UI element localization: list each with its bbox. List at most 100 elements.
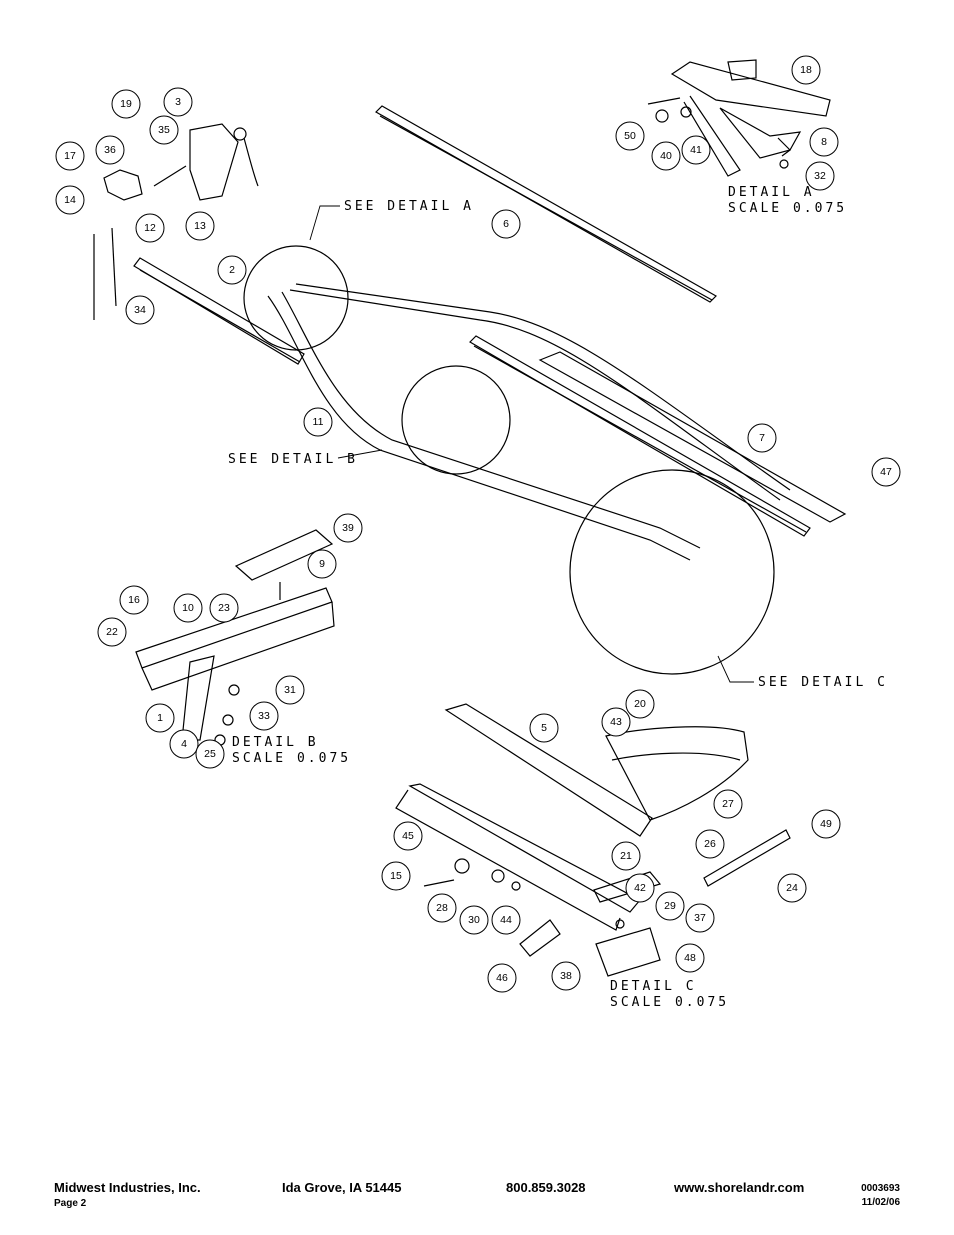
callout-number: 7 xyxy=(759,432,765,444)
callout-2: 2 xyxy=(217,255,247,285)
callout-47: 47 xyxy=(871,457,901,487)
callout-34: 34 xyxy=(125,295,155,325)
callout-4: 4 xyxy=(169,729,199,759)
callout-circle xyxy=(163,87,193,117)
callout-number: 46 xyxy=(496,972,508,984)
callout-number: 4 xyxy=(181,738,187,750)
callout-16: 16 xyxy=(119,585,149,615)
callout-circle xyxy=(427,893,457,923)
callout-1: 1 xyxy=(145,703,175,733)
callout-circle xyxy=(55,185,85,215)
callout-circle xyxy=(681,135,711,165)
callout-8: 8 xyxy=(809,127,839,157)
callout-circle xyxy=(777,873,807,903)
callout-number: 36 xyxy=(104,144,116,156)
detail-b-scale: SCALE 0.075 xyxy=(232,751,351,766)
callout-circle xyxy=(615,121,645,151)
footer-city: Ida Grove, IA 51445 xyxy=(282,1180,402,1195)
callout-circle xyxy=(275,675,305,705)
callout-number: 3 xyxy=(175,96,181,108)
callout-number: 48 xyxy=(684,952,696,964)
callout-number: 21 xyxy=(620,850,632,862)
callout-25: 25 xyxy=(195,739,225,769)
callout-15: 15 xyxy=(381,861,411,891)
callout-number: 37 xyxy=(694,912,706,924)
callout-48: 48 xyxy=(675,943,705,973)
callout-31: 31 xyxy=(275,675,305,705)
callout-circle xyxy=(185,211,215,241)
callout-circle xyxy=(95,135,125,165)
callout-circle xyxy=(487,963,517,993)
callout-circle xyxy=(145,703,175,733)
callout-number: 47 xyxy=(880,466,892,478)
callout-37: 37 xyxy=(685,903,715,933)
footer-website: www.shorelandr.com xyxy=(674,1180,805,1195)
callout-17: 17 xyxy=(55,141,85,171)
callout-43: 43 xyxy=(601,707,631,737)
callout-22: 22 xyxy=(97,617,127,647)
trailer-drawing xyxy=(93,59,847,977)
detail-labels: SEE DETAIL A SEE DETAIL B SEE DETAIL C D… xyxy=(228,185,888,1010)
callout-circle xyxy=(173,593,203,623)
leader-lines xyxy=(309,205,754,683)
callout-circle xyxy=(655,891,685,921)
callout-27: 27 xyxy=(713,789,743,819)
detail-b-title: DETAIL B xyxy=(232,735,319,750)
callout-number: 11 xyxy=(313,416,324,428)
callout-circle xyxy=(491,209,521,239)
callout-circle xyxy=(871,457,901,487)
callout-circle xyxy=(111,89,141,119)
callout-39: 39 xyxy=(333,513,363,543)
callout-circle xyxy=(747,423,777,453)
callout-circle xyxy=(249,701,279,731)
callout-number: 16 xyxy=(128,594,140,606)
callout-33: 33 xyxy=(249,701,279,731)
callout-number: 41 xyxy=(690,144,702,156)
callout-number: 10 xyxy=(182,602,194,614)
callout-45: 45 xyxy=(393,821,423,851)
callout-9: 9 xyxy=(307,549,337,579)
see-detail-c-label: SEE DETAIL C xyxy=(758,675,888,690)
callout-number: 17 xyxy=(64,150,76,162)
callout-number: 28 xyxy=(436,902,448,914)
callout-number: 50 xyxy=(624,130,636,142)
callout-40: 40 xyxy=(651,141,681,171)
callout-26: 26 xyxy=(695,829,725,859)
callout-number: 5 xyxy=(541,722,547,734)
callout-number: 1 xyxy=(157,712,163,724)
callout-49: 49 xyxy=(811,809,841,839)
callout-circle xyxy=(55,141,85,171)
detail-a-scale: SCALE 0.075 xyxy=(728,201,847,216)
callout-circle xyxy=(809,127,839,157)
callout-circle xyxy=(307,549,337,579)
callout-20: 20 xyxy=(625,689,655,719)
callout-circle xyxy=(381,861,411,891)
callout-23: 23 xyxy=(209,593,239,623)
callout-7: 7 xyxy=(747,423,777,453)
callout-number: 23 xyxy=(218,602,230,614)
callout-circle xyxy=(791,55,821,85)
callout-circle xyxy=(459,905,489,935)
see-detail-b-label: SEE DETAIL B xyxy=(228,452,358,467)
callout-35: 35 xyxy=(149,115,179,145)
footer: Midwest Industries, Inc. Page 2 Ida Grov… xyxy=(54,1180,900,1220)
callout-32: 32 xyxy=(805,161,835,191)
callout-circle xyxy=(149,115,179,145)
callout-13: 13 xyxy=(185,211,215,241)
callout-circle xyxy=(97,617,127,647)
footer-company: Midwest Industries, Inc. xyxy=(54,1180,201,1195)
callout-number: 22 xyxy=(106,626,118,638)
callout-number: 32 xyxy=(814,170,826,182)
callout-circle xyxy=(393,821,423,851)
callout-number: 27 xyxy=(722,798,734,810)
callout-number: 34 xyxy=(134,304,146,316)
callout-30: 30 xyxy=(459,905,489,935)
callout-circle xyxy=(333,513,363,543)
callout-number: 6 xyxy=(503,218,509,230)
footer-date: 11/02/06 xyxy=(861,1197,900,1208)
callout-circle xyxy=(169,729,199,759)
callout-42: 42 xyxy=(625,873,655,903)
footer-doc-number: 0003693 xyxy=(861,1183,900,1194)
callout-number: 49 xyxy=(820,818,832,830)
detail-c-title: DETAIL C xyxy=(610,979,697,994)
